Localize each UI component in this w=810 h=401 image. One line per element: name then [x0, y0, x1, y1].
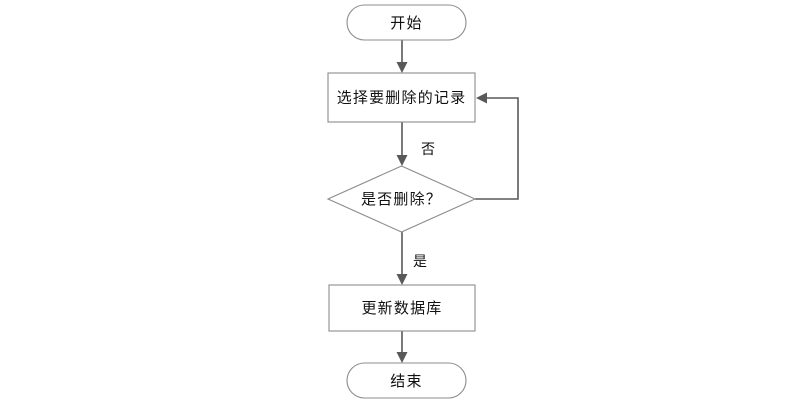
node-end[interactable]: 结束	[346, 362, 467, 399]
edge-decision-to-update	[396, 232, 408, 285]
delete-decision-shape	[326, 165, 477, 233]
edge-start-to-select	[396, 40, 408, 73]
edge-label-no: 否	[421, 142, 435, 158]
update-database-label: 更新数据库	[361, 299, 442, 317]
update-database-shape	[328, 284, 476, 332]
edge-decision-loop-back	[475, 92, 519, 200]
node-start[interactable]: 开始	[346, 4, 467, 41]
edge-update-to-end	[396, 331, 408, 363]
select-record-shape	[327, 72, 476, 123]
start-label: 开始	[390, 14, 422, 32]
select-record-label: 选择要删除的记录	[337, 89, 467, 107]
node-select-record[interactable]: 选择要删除的记录	[327, 72, 476, 123]
edge-select-to-decision	[396, 122, 408, 166]
node-delete-decision[interactable]: 是否删除？	[326, 165, 477, 233]
node-update-database[interactable]: 更新数据库	[328, 284, 476, 332]
edge-label-yes: 是	[413, 254, 427, 270]
start-shape	[346, 4, 467, 41]
delete-decision-label: 是否删除？	[361, 190, 442, 208]
end-label: 结束	[390, 372, 422, 390]
end-shape	[346, 362, 467, 399]
